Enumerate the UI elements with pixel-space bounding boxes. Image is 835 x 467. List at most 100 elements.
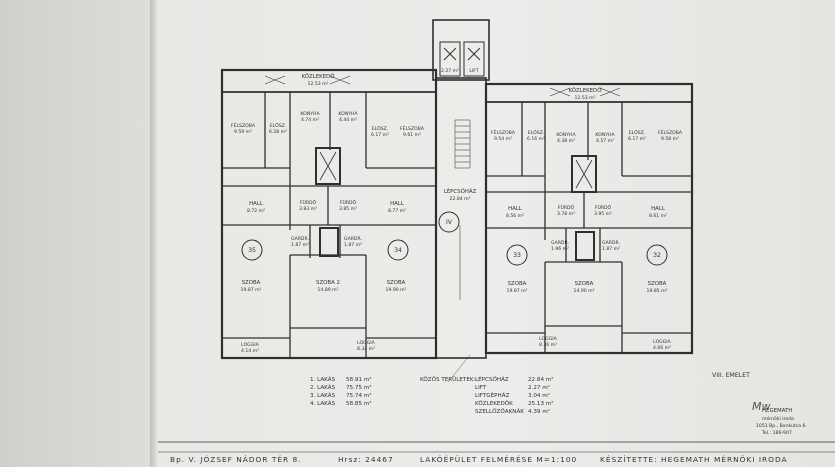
common-2-label: LIFT [475,385,487,391]
a34-hall: HALL [390,201,404,207]
corridor-right-name: KÖZLEKEDŐ [569,87,602,94]
vent-shaft-right [571,155,597,193]
common-area-table: KÖZÖS TERÜLETEK: LÉPCSŐHÁZ 22.84 m² LIFT… [420,375,553,415]
a33-szoba: SZOBA [508,281,527,287]
stair-name: LÉPCSŐHÁZ [444,187,477,195]
a34-eloszoba: ELŐSZ. [372,125,389,132]
a32-furdo-area: 3.95 m² [594,211,612,217]
stamp-name: HEGEMATH [762,408,792,414]
a33-szoba2: SZOBA [575,281,594,287]
a34-hall-area: 8.77 m² [388,208,406,214]
vent-shaft-right-2 [575,231,595,261]
a34-garder-area: 1.87 m² [344,242,362,248]
lakas-2-area: 75.75 m² [346,384,371,391]
a35-felszoba: FÉLSZOBA [231,121,256,129]
lakas-1-area: 58.91 m² [346,376,371,383]
lakas-2-label: 2. LAKÁS [310,384,336,391]
vent-shaft-left-2 [319,227,339,257]
a35-hall: HALL [249,201,263,207]
left-walls [222,92,436,358]
common-1-area: 22.84 m² [528,376,553,383]
a32-eloszoba-area: 6.17 m² [628,136,646,142]
a34-szoba2: SZOBA 2 [316,280,340,286]
corridor-left-name: KÖZLEKEDŐ [302,73,335,80]
a33-konyha: KONYHA [556,132,576,138]
a33-felszoba-area: 9.54 m² [494,136,512,142]
stamp-line1: mérnöki iroda [762,415,794,422]
a35-eloszoba-area: 6.28 m² [269,129,287,135]
a32-hall-area: 8.61 m² [649,213,667,219]
lakas-3-area: 75.74 m² [346,392,371,399]
a32-szoba-area: 19.85 m² [647,288,668,294]
a34-szoba-area: 19.90 m² [386,287,407,293]
drawing-sheet [158,0,835,467]
a35-szoba: SZOBA [242,280,261,286]
lift-shaft [432,19,490,81]
apartment-area-table: 1. LAKÁS 58.91 m² 2. LAKÁS 75.75 m² 3. L… [310,376,371,407]
footer-title: LAKÓÉPÜLET FELMÉRÉSE M=1:100 [420,455,577,464]
a32-eloszoba: ELŐSZ. [629,129,646,136]
a35-furdo-area: 3.83 m² [299,206,317,212]
a33-garder: GARDR. [551,240,569,246]
corridor-right-area: 12.53 m² [575,95,596,101]
a32-garder-area: 1.87 m² [602,246,620,252]
lakas-4-label: 4. LAKÁS [310,400,336,407]
stair-marker-circle [438,211,460,233]
common-4-label: KÖZLEKEDŐK [475,400,513,407]
stamp-line2: 1051 Bp., Bankutca 6. [756,423,807,429]
left-page [0,0,156,467]
a34-konyha: KONYHA [338,111,358,117]
signature: Mw [752,400,771,413]
common-3-area: 3.04 m² [528,392,550,399]
a32-furdo: FÜRDŐ [595,204,612,211]
a33-eloszoba: ELŐSZ. [528,129,545,136]
a35-loggia: LOGGIA [241,342,259,348]
a35-number: 35 [248,247,256,254]
a32-loggia: LOGGIA [653,339,671,345]
a35-garder: GARDR. [291,236,309,242]
book-binding [150,0,158,467]
a34-felszoba: FÉLSZOBA [400,124,425,132]
a35-loggia-area: 4.14 m² [241,348,259,354]
footer-hrsz: Hrsz: 24467 [338,455,394,464]
a32-konyha-area: 4.57 m² [596,138,614,144]
a35-felszoba-area: 9.59 m² [234,129,252,135]
vent-shaft-left [315,147,341,185]
a32-loggia-area: 4.06 m² [653,345,671,351]
floor-label: VIII. EMELET [712,372,750,379]
a32-konyha: KONYHA [595,132,615,138]
a33-eloszoba-area: 6.16 m² [527,136,545,142]
a34-furdo: FÜRDŐ [340,199,357,206]
footer-address: Bp. V. JÓZSEF NÁDOR TÉR 8. [170,455,302,464]
a35-konyha-area: 4.74 m² [301,117,319,123]
a34-szoba2-area: 14.89 m² [318,287,339,293]
left-block-outline [220,68,438,360]
common-4-area: 25.13 m² [528,400,553,407]
footer-author: KÉSZÍTETTE: HEGEMATH MÉRNÖKI IRODA [600,455,788,464]
staircase [454,119,471,300]
stamp-line3: Tel.: 186-907 [761,430,792,436]
a33-konyha-area: 4.38 m² [557,138,575,144]
a33-loggia-area: 8.36 m² [539,342,557,348]
a34-loggia-area: 8.34 m² [357,346,375,352]
lift-label: LIFT [469,68,478,74]
a33-garder-area: 1.96 m² [551,246,569,252]
stair-core [435,77,487,359]
common-3-label: LIFTGÉPHÁZ [475,391,510,399]
lakas-1-label: 1. LAKÁS [310,376,336,383]
a32-garder: GARDR. [602,240,620,246]
a34-garder: GARDR. [344,236,362,242]
apartment-33-marker [506,244,528,266]
a33-szoba-area: 19.87 m² [507,288,528,294]
a32-number: 32 [653,252,661,259]
a33-furdo: FÜRDŐ [558,204,575,211]
a32-felszoba-area: 9.58 m² [661,136,679,142]
a35-konyha: KONYHA [300,111,320,117]
common-5-label: SZELLŐZŐAKNÁK [475,408,524,415]
a33-furdo-area: 3.78 m² [557,211,575,217]
a35-furdo: FÜRDŐ [300,199,317,206]
stair-marker: IV [446,219,453,226]
a33-hall: HALL [508,206,522,212]
